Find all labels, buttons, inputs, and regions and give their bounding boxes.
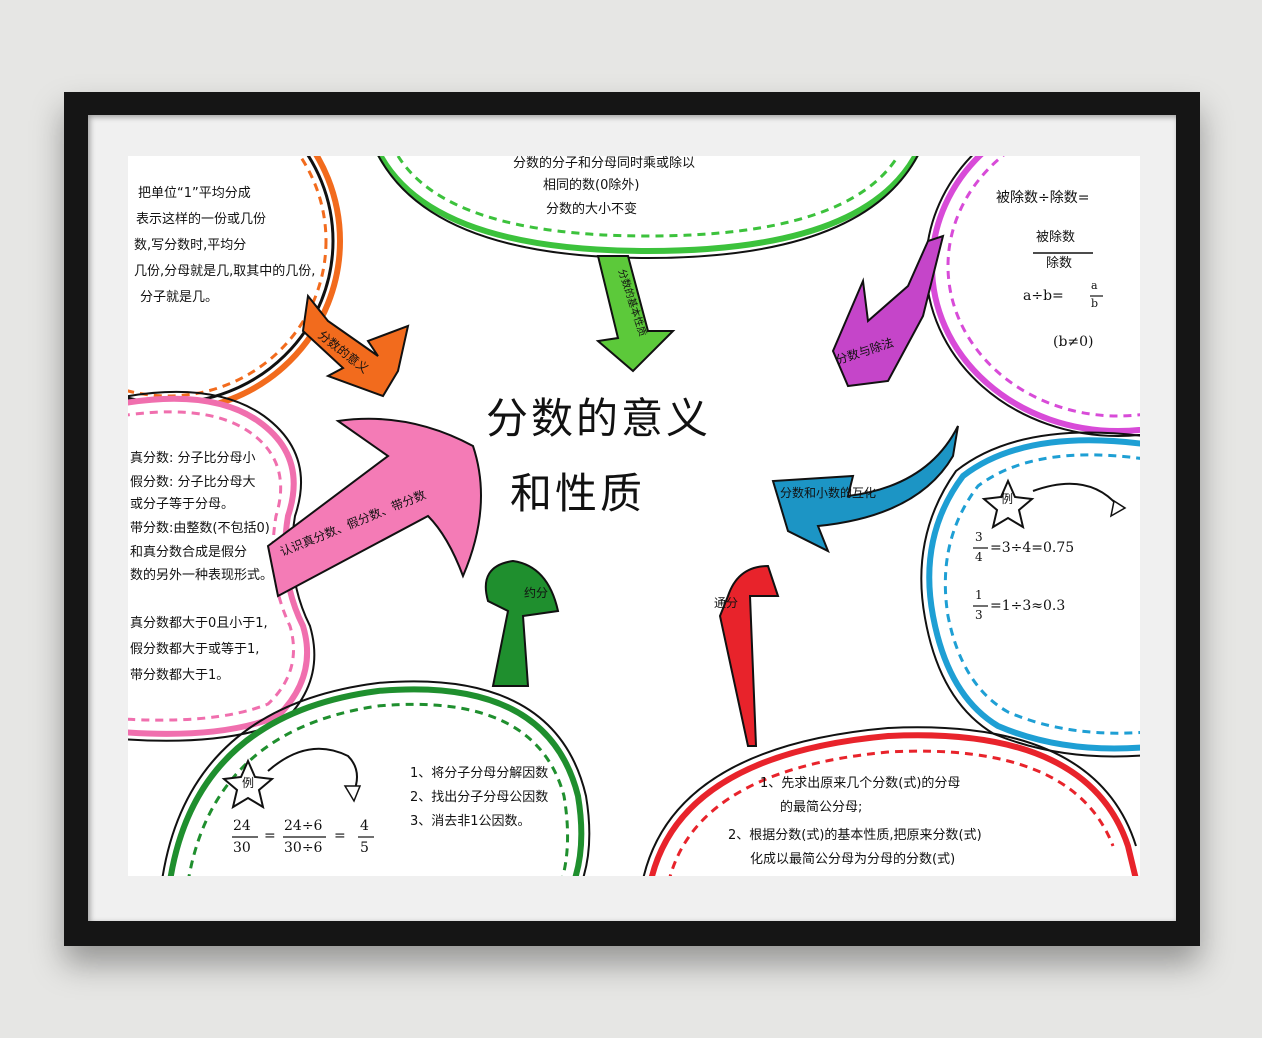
decimal-ex2-den: 3 bbox=[975, 608, 983, 622]
common-denominator-step: 化成以最简公分母为分母的分数(式) bbox=[750, 852, 956, 867]
reduce-example-star bbox=[221, 747, 362, 810]
division-frac-num: a bbox=[1091, 279, 1098, 292]
meaning-line: 把单位“1”平均分成 bbox=[138, 186, 251, 201]
decimal-bubble bbox=[920, 431, 1140, 758]
common-denominator-step: 2、根据分数(式)的基本性质,把原来分数(式) bbox=[728, 828, 982, 843]
division-formula: a÷b= bbox=[1023, 288, 1064, 304]
decimal-example-label: 例 bbox=[1001, 492, 1014, 506]
reduce-arrow bbox=[484, 559, 560, 687]
fraction-type-line: 真分数: 分子比分母小 bbox=[130, 451, 256, 466]
division-numerator: 被除数 bbox=[1036, 230, 1076, 245]
reduce-step: 3、消去非1公因数。 bbox=[410, 814, 531, 829]
reduce-f1-den: 30 bbox=[233, 840, 251, 856]
property-line: 分数的大小不变 bbox=[546, 202, 638, 217]
division-frac-den: b bbox=[1091, 297, 1099, 310]
decimal-ex1-den: 4 bbox=[975, 550, 983, 564]
fraction-type-line: 带分数:由整数(不包括0) bbox=[130, 521, 270, 536]
fraction-type-line: 数的另外一种表现形式。 bbox=[130, 568, 274, 583]
reduce-bubble bbox=[161, 680, 591, 876]
division-arrow bbox=[831, 234, 945, 388]
common-denominator-arrow-label: 通分 bbox=[714, 596, 739, 610]
decimal-ex1-num: 3 bbox=[975, 530, 983, 544]
reduce-step: 1、将分子分母分解因数 bbox=[410, 766, 549, 781]
page-subtitle: 和性质 bbox=[510, 469, 646, 518]
fraction-compare-line: 假分数都大于或等于1, bbox=[130, 642, 260, 657]
common-denominator-step: 1、先求出原来几个分数(式)的分母 bbox=[760, 776, 961, 791]
reduce-eq: = bbox=[334, 828, 346, 844]
common-denominator-bubble bbox=[642, 726, 1139, 876]
property-line: 分数的分子和分母同时乘或除以 bbox=[513, 156, 696, 171]
decimal-example-star bbox=[981, 478, 1127, 530]
fraction-compare-line: 真分数都大于0且小于1, bbox=[130, 616, 268, 631]
property-bubble bbox=[377, 156, 919, 260]
meaning-line: 数,写分数时,平均分 bbox=[134, 238, 247, 253]
property-line: 相同的数(0除外) bbox=[543, 178, 640, 193]
page-title: 分数的意义 bbox=[486, 394, 712, 443]
reduce-f3-den: 5 bbox=[360, 840, 369, 856]
reduce-f2-num: 24÷6 bbox=[284, 818, 323, 834]
fraction-type-line: 或分子等于分母。 bbox=[130, 497, 235, 512]
decimal-arrow bbox=[771, 425, 959, 554]
reduce-example-label: 例 bbox=[242, 776, 255, 790]
fraction-type-line: 和真分数合成是假分 bbox=[130, 545, 248, 560]
common-denominator-step: 的最简公分母; bbox=[780, 800, 863, 815]
reduce-arrow-label: 约分 bbox=[524, 586, 549, 600]
division-condition: (b≠0) bbox=[1053, 334, 1094, 350]
decimal-ex1-rest: =3÷4=0.75 bbox=[990, 540, 1075, 556]
meaning-line: 表示这样的一份或几份 bbox=[136, 212, 267, 227]
division-line: 被除数÷除数= bbox=[996, 190, 1090, 206]
mind-map-paper: 分数的意义 和性质 把单位“1”平均分成 表示这样的一份或几份 数,写分数时,平… bbox=[128, 156, 1140, 876]
decimal-ex2-num: 1 bbox=[975, 588, 983, 602]
fraction-types-arrow bbox=[266, 417, 482, 598]
reduce-f3-num: 4 bbox=[360, 818, 369, 834]
decimal-ex2-rest: =1÷3≈0.3 bbox=[990, 598, 1066, 614]
fraction-compare-line: 带分数都大于1。 bbox=[130, 668, 230, 683]
common-denominator-arrow bbox=[718, 564, 780, 747]
fraction-type-line: 假分数: 分子比分母大 bbox=[130, 475, 256, 490]
meaning-arrow bbox=[301, 293, 410, 398]
meaning-line: 分子就是几。 bbox=[140, 290, 219, 305]
decimal-arrow-label: 分数和小数的互化 bbox=[780, 486, 877, 500]
reduce-step: 2、找出分子分母公因数 bbox=[410, 790, 549, 805]
property-arrow bbox=[595, 255, 676, 373]
reduce-f2-den: 30÷6 bbox=[284, 840, 323, 856]
reduce-eq: = bbox=[264, 828, 276, 844]
division-denominator: 除数 bbox=[1046, 256, 1073, 271]
reduce-f1-num: 24 bbox=[233, 818, 251, 834]
mind-map-drawing bbox=[128, 156, 1140, 876]
meaning-line: 几份,分母就是几,取其中的几份, bbox=[134, 264, 316, 279]
